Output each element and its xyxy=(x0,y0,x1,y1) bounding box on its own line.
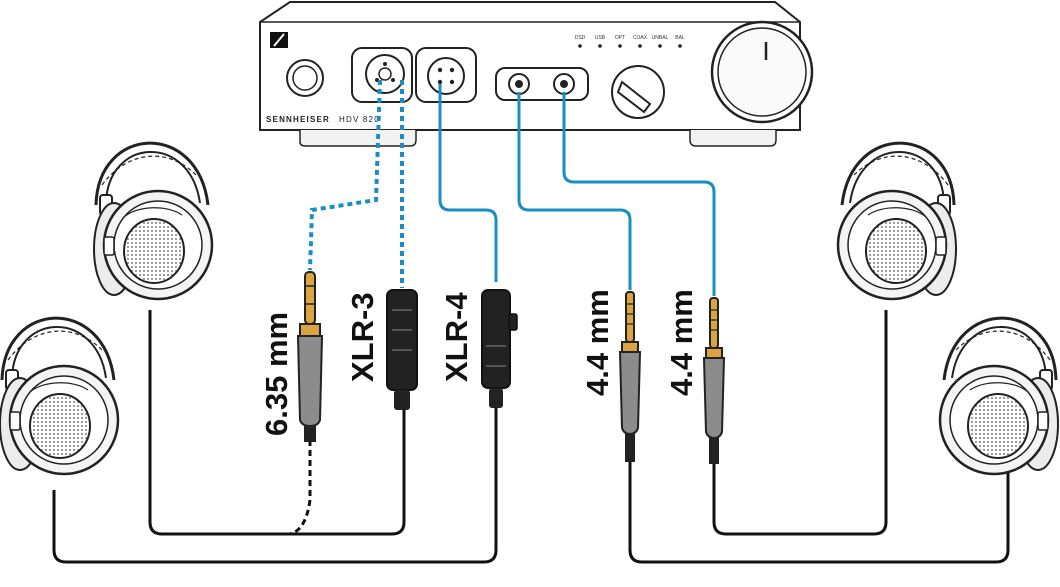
headphone-leads xyxy=(52,310,1010,564)
label-6-35mm: 6.35 mm xyxy=(259,312,294,436)
label-4-4mm-2: 4.4 mm xyxy=(664,289,699,396)
input-selector-knob[interactable] xyxy=(611,65,665,119)
indicator-label-coax: COAX xyxy=(633,35,648,41)
label-xlr4: XLR-4 xyxy=(439,292,474,382)
headphone-bottom-left-icon xyxy=(0,316,120,476)
input-indicators: DSD USB OPT COAX UNBAL BAL xyxy=(575,35,685,48)
indicator-led-opt xyxy=(618,44,622,48)
plug-xlr3 xyxy=(386,289,418,410)
xlr3-combo-socket[interactable] xyxy=(351,47,413,103)
indicator-led-coax xyxy=(638,44,642,48)
indicator-led-bal xyxy=(678,44,682,48)
indicator-led-unbal xyxy=(658,44,662,48)
volume-knob[interactable] xyxy=(710,20,814,124)
indicator-led-usb xyxy=(598,44,602,48)
headphone-bottom-right-icon xyxy=(938,316,1060,476)
indicator-label-opt: OPT xyxy=(615,35,625,41)
power-button[interactable] xyxy=(286,59,324,97)
indicator-led-dsd xyxy=(578,44,582,48)
brand-label: SENNHEISER xyxy=(266,115,330,124)
label-xlr3: XLR-3 xyxy=(345,292,380,382)
amplifier: SENNHEISER HDV 820 xyxy=(259,0,814,147)
plug-6-35mm xyxy=(296,271,324,442)
pentaconn-sockets[interactable] xyxy=(495,67,589,101)
xlr4-socket[interactable] xyxy=(415,47,477,103)
headphone-top-right-icon xyxy=(836,141,958,301)
model-label: HDV 820 xyxy=(339,115,380,124)
plug-4-4mm-1 xyxy=(618,291,642,462)
indicator-label-usb: USB xyxy=(595,35,606,41)
label-4-4mm-1: 4.4 mm xyxy=(580,289,615,396)
plug-xlr4 xyxy=(481,289,518,408)
indicator-label-unbal: UNBAL xyxy=(652,35,669,41)
amp-cables xyxy=(308,79,716,296)
indicator-label-dsd: DSD xyxy=(575,35,586,41)
headphone-top-left-icon xyxy=(92,141,214,301)
logo-mark xyxy=(270,32,288,48)
indicator-label-bal: BAL xyxy=(675,35,685,41)
plug-4-4mm-2 xyxy=(702,297,726,464)
